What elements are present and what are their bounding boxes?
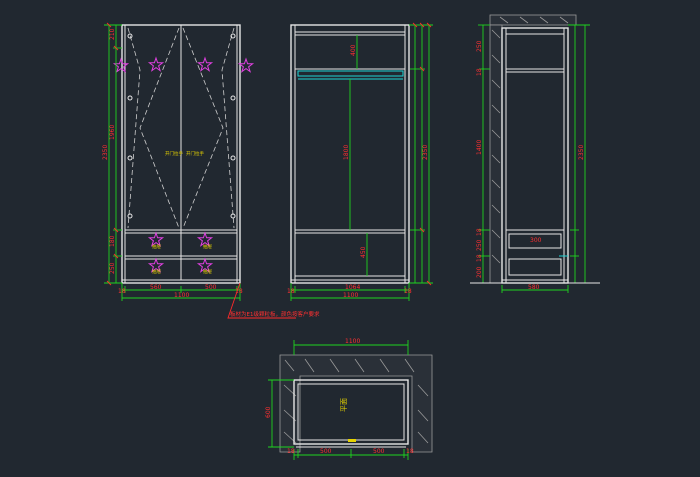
interior-upper-dim: 400 (350, 44, 357, 56)
interior-view: 400 1800 450 2350 18 1064 (287, 22, 433, 301)
plan-bottom-dim: 500 (320, 448, 332, 455)
side-dim: 250 (476, 40, 483, 52)
plan-top-width: 1100 (345, 338, 360, 345)
door-label-left: 开门拉手 (165, 150, 183, 157)
material-note: 板材为E1级颗粒板，颜色按客户要求 (230, 310, 320, 318)
side-dim: 18 (476, 68, 483, 76)
side-dim: 200 (476, 266, 483, 278)
side-view: 250 18 1400 18 250 18 200 2350 300 580 (470, 14, 600, 293)
plan-depth: 600 (265, 406, 272, 418)
side-drawer-dim: 300 (530, 237, 542, 244)
side-dim: 18 (476, 254, 483, 262)
door-label-right: 开门拉手 (186, 150, 204, 157)
front-dim: 1960 (109, 125, 116, 140)
front-bottom-dim: 18 (118, 288, 126, 295)
front-dim: 250 (109, 262, 116, 274)
side-dim: 1400 (476, 140, 483, 155)
front-dim: 210 (109, 28, 116, 40)
side-overall-height: 2350 (578, 145, 585, 160)
interior-bottom-dim: 18 (404, 288, 412, 295)
front-overall-width: 1100 (174, 292, 189, 299)
drawer-label: 抽屉 (203, 243, 212, 250)
drawer-label: 抽屉 (152, 268, 161, 275)
front-view: 开门拉手 开门拉手 抽屉 抽屉 抽屉 抽屉 2350 210 1960 180 … (102, 22, 320, 319)
front-bottom-dim: 560 (150, 284, 162, 291)
front-bottom-dim: 18 (235, 288, 243, 295)
interior-middle-dim: 1800 (343, 145, 350, 160)
front-bottom-dim: 500 (205, 284, 217, 291)
side-dim: 18 (476, 228, 483, 236)
front-overall-height: 2350 (102, 145, 109, 160)
plan-view: 平面 1100 600 18 500 500 18 (265, 338, 433, 460)
interior-bottom-dim: 1064 (345, 284, 360, 291)
interior-overall-width: 1100 (343, 292, 358, 299)
drawer-label: 抽屉 (203, 268, 212, 275)
drawer-label: 抽屉 (152, 243, 161, 250)
side-dim: 250 (476, 239, 483, 251)
plan-label: 平面 (340, 398, 348, 412)
plan-bottom-dim: 18 (287, 448, 295, 455)
interior-overall-height: 2350 (422, 145, 429, 160)
plan-bottom-dim: 18 (406, 448, 414, 455)
interior-lower-dim: 450 (360, 246, 367, 258)
interior-bottom-dim: 18 (287, 288, 295, 295)
plan-bottom-dim: 500 (373, 448, 385, 455)
side-bottom-dim: 580 (528, 284, 540, 291)
front-dim: 180 (109, 235, 116, 247)
